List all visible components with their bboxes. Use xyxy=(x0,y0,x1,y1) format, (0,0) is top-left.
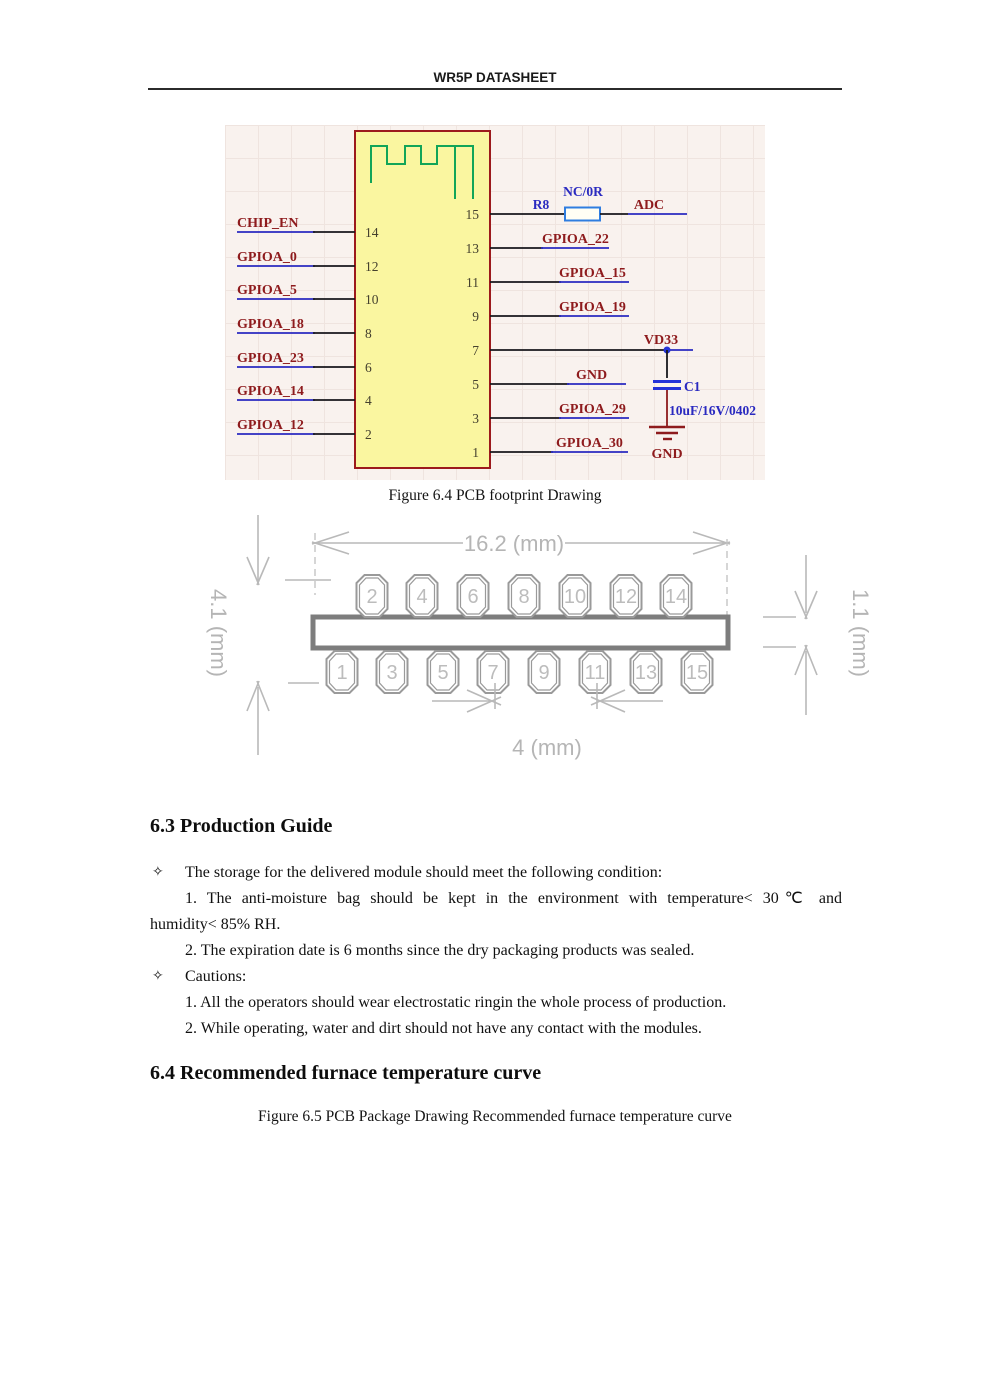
right-net-rows: GPIOA_22 GPIOA_15 GPIOA_19 xyxy=(490,232,629,317)
pin-number: 7 xyxy=(472,343,479,358)
section-6-4-heading: 6.4 Recommended furnace temperature curv… xyxy=(150,1062,542,1084)
power-branch: VD33 C1 10uF/16V/0402 GND xyxy=(490,333,756,462)
pad-number: 2 xyxy=(366,586,377,608)
pin-number: 15 xyxy=(466,207,480,222)
pad-number: 7 xyxy=(487,662,498,684)
dim-thickness-label: 1.1 (mm) xyxy=(848,589,873,677)
net-label: ADC xyxy=(634,198,664,213)
pin-number: 2 xyxy=(365,427,372,442)
pad-number: 9 xyxy=(538,662,549,684)
dim-height-label: 4.1 (mm) xyxy=(206,589,231,677)
package-drawing-figure: 16.2 (mm) 4.1 (mm) 1.1 (mm) xyxy=(185,505,885,795)
storage-item1-line2: humidity< 85% RH. xyxy=(150,916,281,933)
net-label: GPIOA_15 xyxy=(559,266,626,281)
net-label: GPIOA_19 xyxy=(559,300,626,315)
pin-number: 6 xyxy=(365,360,372,375)
pin-number: 5 xyxy=(472,377,479,392)
pad-number: 11 xyxy=(585,662,606,684)
ground-symbol xyxy=(649,425,685,441)
storage-item1-line1: 1. The anti-moisture bag should be kept … xyxy=(185,890,842,907)
resistor-designator: R8 xyxy=(533,197,550,212)
diamond-bullet: ✧ xyxy=(152,864,164,880)
right-pin-numbers: 15 13 11 9 7 5 3 1 xyxy=(466,207,480,460)
caution1-text: 1. All the operators should wear electro… xyxy=(185,994,727,1011)
dim-width: 16.2 (mm) xyxy=(311,531,731,617)
antenna-trace xyxy=(370,145,474,199)
dim-height: 4.1 (mm) xyxy=(206,515,331,755)
pin-number: 12 xyxy=(365,259,379,274)
net-label: GND xyxy=(576,368,607,383)
module-body-bar xyxy=(310,614,731,651)
dim-width-label: 16.2 (mm) xyxy=(464,531,564,556)
net-label: GPIOA_23 xyxy=(237,351,304,366)
cautions-label: Cautions: xyxy=(185,968,247,985)
pin-number: 13 xyxy=(466,241,480,256)
pad-number: 12 xyxy=(615,586,637,608)
dim-thickness: 1.1 (mm) xyxy=(763,555,873,715)
pad-number: 8 xyxy=(518,586,529,608)
pad-number: 10 xyxy=(564,586,586,608)
pad-number: 14 xyxy=(665,586,687,608)
net-label: GND xyxy=(651,447,682,462)
pin-number: 14 xyxy=(365,225,379,240)
net-label: GPIOA_0 xyxy=(237,250,297,265)
module-block xyxy=(354,130,491,469)
net-label: GPIOA_18 xyxy=(237,317,304,332)
resistor-symbol xyxy=(564,206,601,222)
pin-number: 9 xyxy=(472,309,479,324)
capacitor-value: 10uF/16V/0402 xyxy=(669,403,756,418)
net-label: GPIOA_30 xyxy=(556,436,623,451)
net-label: GPIOA_14 xyxy=(237,384,304,399)
bottom-pads: 1 3 5 7 9 11 13 15 xyxy=(325,650,714,694)
dim-pitch: 4 (mm) xyxy=(432,683,663,760)
adc-branch: R8 NC/0R ADC xyxy=(490,184,687,222)
pad-number: 13 xyxy=(635,662,657,684)
figure-6-5-caption: Figure 6.5 PCB Package Drawing Recommend… xyxy=(258,1108,732,1125)
diamond-bullet: ✧ xyxy=(152,968,164,984)
pin-number: 10 xyxy=(365,292,379,307)
pad-number: 5 xyxy=(437,662,448,684)
net-label: GPIOA_29 xyxy=(559,402,626,417)
pad-number: 6 xyxy=(467,586,478,608)
figure-6-4-caption: Figure 6.4 PCB footprint Drawing xyxy=(388,487,602,504)
pad-number: 15 xyxy=(686,662,708,684)
pin-number: 3 xyxy=(472,411,479,426)
lower-net-rows: GND GPIOA_29 GPIOA_30 xyxy=(490,368,629,453)
net-label: GPIOA_22 xyxy=(542,232,609,247)
dim-pitch-label: 4 (mm) xyxy=(512,735,582,760)
resistor-value: NC/0R xyxy=(563,184,603,199)
net-label: VD33 xyxy=(644,333,678,348)
left-net-rows: CHIP_EN 14 GPIOA_0 12 GPIOA_5 10 GPIOA_1… xyxy=(237,216,379,442)
caution2-text: 2. While operating, water and dirt shoul… xyxy=(185,1020,702,1037)
storage-intro-text: The storage for the delivered module sho… xyxy=(185,864,663,881)
pin-number: 8 xyxy=(365,326,372,341)
storage-item2-text: 2. The expiration date is 6 months since… xyxy=(185,942,695,959)
pad-number: 1 xyxy=(336,662,347,684)
schematic-svg: CHIP_EN 14 GPIOA_0 12 GPIOA_5 10 GPIOA_1… xyxy=(237,130,756,469)
header-divider xyxy=(148,88,842,90)
top-pads: 2 4 6 8 10 12 14 xyxy=(355,574,693,618)
section-6-3-heading: 6.3 Production Guide xyxy=(150,815,333,837)
pin-number: 1 xyxy=(472,445,479,460)
net-label: GPIOA_12 xyxy=(237,418,304,433)
net-label: GPIOA_5 xyxy=(237,283,297,298)
pin-number: 4 xyxy=(365,393,372,408)
net-label: CHIP_EN xyxy=(237,216,298,231)
package-drawing-svg: 16.2 (mm) 4.1 (mm) 1.1 (mm) xyxy=(206,515,873,760)
schematic-figure: CHIP_EN 14 GPIOA_0 12 GPIOA_5 10 GPIOA_1… xyxy=(225,125,765,480)
page-header-title: WR5P DATASHEET xyxy=(433,70,557,85)
pad-number: 3 xyxy=(386,662,397,684)
capacitor-designator: C1 xyxy=(684,379,701,394)
pad-number: 4 xyxy=(416,586,427,608)
pin-number: 11 xyxy=(466,275,479,290)
